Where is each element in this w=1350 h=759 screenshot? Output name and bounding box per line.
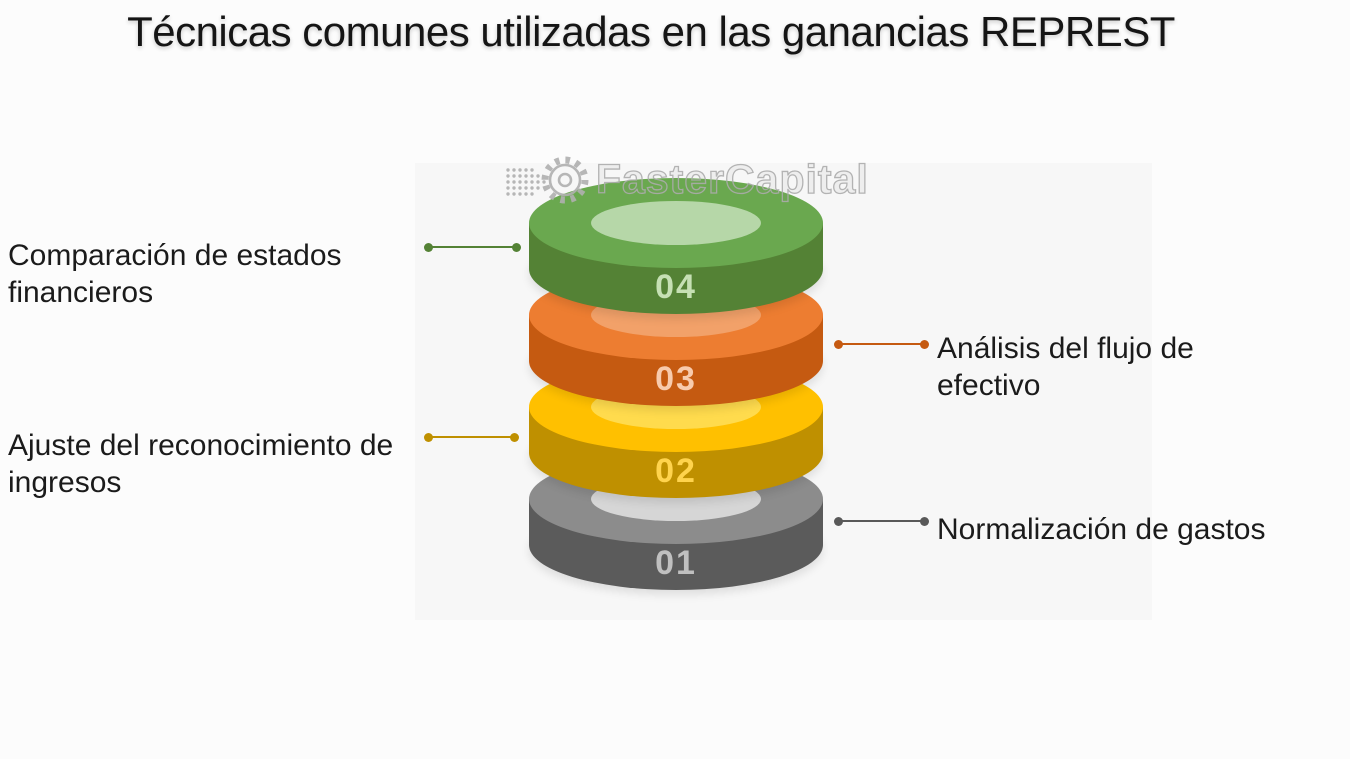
label-normalizacion-gastos: Normalización de gastos (937, 513, 1266, 546)
disc-number: 03 (655, 360, 697, 398)
watermark: FasterCapital (504, 150, 869, 208)
disc-highlight (591, 201, 761, 245)
watermark-brand-text: FasterCapital (595, 155, 869, 202)
disc-number: 02 (655, 452, 697, 490)
connector-level-01 (834, 516, 929, 526)
connector-level-03 (834, 339, 929, 349)
disc-number: 01 (655, 544, 697, 582)
label-analisis-flujo: Análisis del flujo de efectivo (937, 332, 1194, 402)
gear-icon (506, 156, 589, 204)
label-comparacion-estados: Comparación de estados financieros (8, 239, 342, 309)
label-ajuste-reconocimiento: Ajuste del reconocimiento de ingresos (8, 429, 394, 499)
page-title: Técnicas comunes utilizadas en las ganan… (127, 8, 1175, 55)
disc-level-04: 04 (529, 178, 823, 314)
disc-level-03: 03 (529, 270, 823, 406)
connector-level-04 (424, 242, 521, 252)
disc-number: 04 (655, 268, 697, 306)
connector-level-02 (424, 432, 519, 442)
